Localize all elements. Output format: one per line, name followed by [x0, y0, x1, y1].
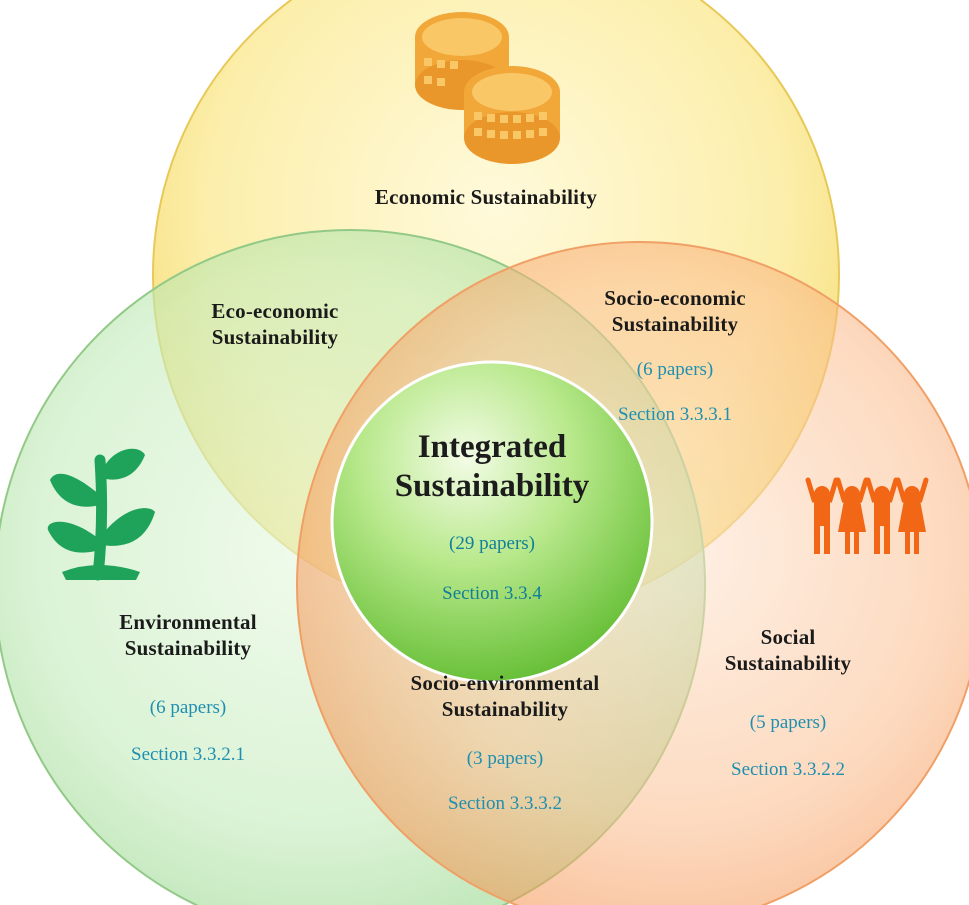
social-title-line2: Sustainability	[724, 651, 852, 676]
social-papers: (5 papers)	[749, 711, 827, 733]
socio-environmental-title-line2: Sustainability	[441, 697, 569, 722]
eco-economic-title-line2: Sustainability	[211, 325, 339, 350]
socio-economic-title-line1: Socio-economic	[604, 286, 746, 310]
environmental-group: Environmental Sustainability (6 papers) …	[78, 609, 298, 767]
integrated-section: Section 3.3.4	[442, 582, 542, 604]
integrated-papers: (29 papers)	[449, 532, 535, 554]
social-group: Social Sustainability (5 papers) Section…	[688, 624, 888, 782]
economic-title: Economic Sustainability	[300, 184, 672, 210]
integrated-group: Integrated Sustainability (29 papers) Se…	[352, 428, 632, 605]
socio-economic-title-line2: Sustainability	[611, 312, 739, 337]
coins-icon	[415, 12, 560, 164]
environmental-title-line1: Environmental	[119, 610, 257, 634]
socio-environmental-title-line1: Socio-environmental	[410, 671, 600, 695]
plant-sprout-icon	[47, 448, 155, 581]
socio-environmental-section: Section 3.3.3.2	[448, 793, 562, 815]
socio-economic-papers: (6 papers)	[636, 358, 714, 380]
integrated-title-line2: Sustainability	[394, 467, 590, 504]
eco-economic-title-line1: Eco-economic	[211, 299, 339, 323]
economic-title-text: Economic Sustainability	[374, 185, 598, 209]
eco-economic-title: Eco-economic Sustainability	[170, 298, 380, 351]
socio-economic-section: Section 3.3.3.1	[618, 404, 732, 426]
environmental-section: Section 3.3.2.1	[131, 744, 245, 766]
social-section: Section 3.3.2.2	[731, 759, 845, 781]
integrated-title-line1: Integrated	[417, 429, 567, 465]
socio-environmental-papers: (3 papers)	[466, 747, 544, 769]
integrated-circle	[330, 360, 654, 684]
people-group-icon	[805, 477, 929, 554]
socio-economic-group: Socio-economic Sustainability (6 papers)…	[565, 285, 785, 427]
social-title-line1: Social	[760, 625, 816, 649]
environmental-title-line2: Sustainability	[124, 636, 252, 661]
environmental-papers: (6 papers)	[149, 696, 227, 718]
socio-environmental-group: Socio-environmental Sustainability (3 pa…	[355, 670, 655, 816]
